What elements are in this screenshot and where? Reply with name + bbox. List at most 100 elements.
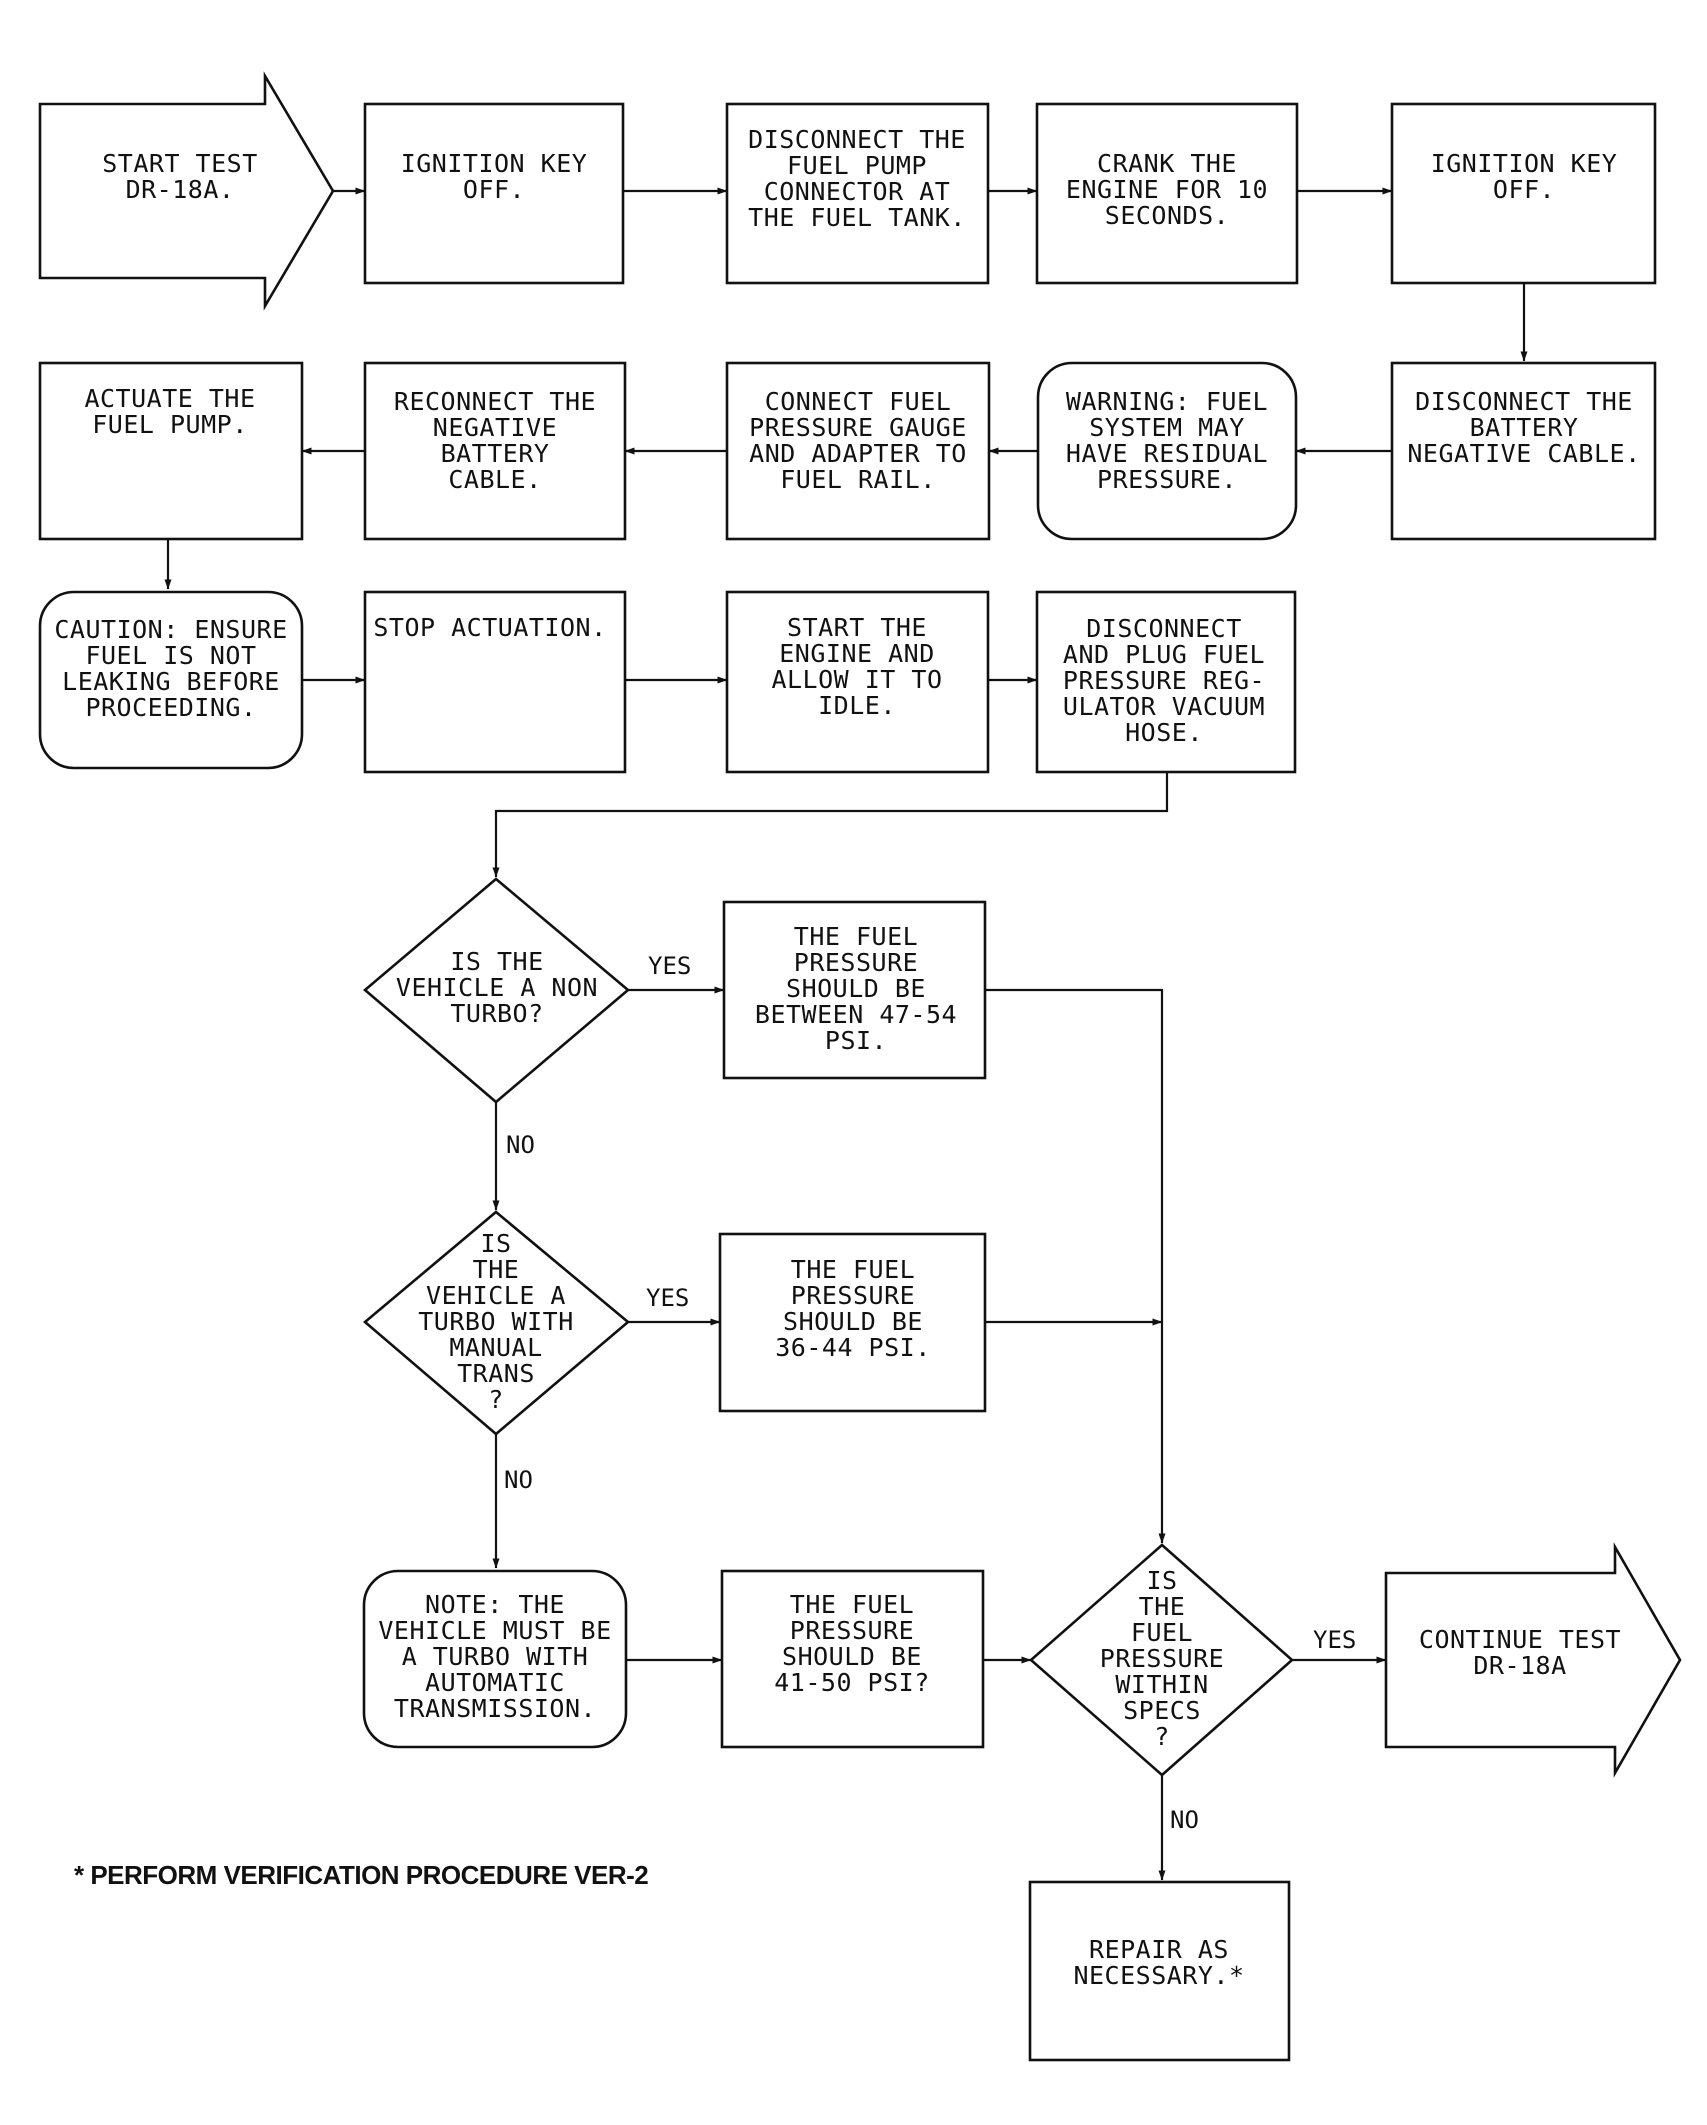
shapes [38,71,1682,2062]
node-label-line: CAUTION: ENSURE [54,615,287,644]
node-label-line: THE FUEL TANK. [748,203,966,232]
node-label-line: STOP ACTUATION. [373,613,606,642]
node-label-line: OFF. [463,175,525,204]
node-label-line: SYSTEM MAY [1089,413,1245,442]
node-label-line: SHOULD BE [786,974,926,1003]
edge-disconnect-hose-to-q-non-turbo [492,772,1169,878]
edge-label-q-within-specs-no: NO [1170,1806,1199,1834]
node-label-line: 36-44 PSI. [775,1333,931,1362]
node-label-line: OFF. [1493,175,1555,204]
node-label-line: PRESSURE. [1097,465,1237,494]
node-label-line: IGNITION KEY [1431,149,1618,178]
node-label-line: REPAIR AS [1089,1935,1229,1964]
node-label-line: IS THE [450,947,543,976]
node-label-line: PRESSURE GAUGE [749,413,967,442]
edge-label-q-turbo-manual-yes: YES [646,1284,689,1312]
node-label-line: PRESSURE REG- [1063,666,1265,695]
node-label-line: HAVE RESIDUAL [1066,439,1268,468]
node-label-line: LEAKING BEFORE [62,667,280,696]
node-label-line: NEGATIVE CABLE. [1407,439,1640,468]
repair-box [1028,1880,1291,2062]
node-label-line: CONNECT FUEL [765,387,952,416]
q-turbo-manual-diamond [362,1210,631,1436]
node-label-line: DISCONNECT THE [1415,387,1633,416]
node-label-line: VEHICLE A NON [396,973,598,1002]
node-label-line: ALLOW IT TO [771,665,942,694]
start-arrow-shape [38,71,335,311]
key-off-1-box [363,102,625,285]
node-label-line: DR-18A. [126,175,235,204]
node-label-line: ENGINE FOR 10 [1066,175,1268,204]
node-label-line: BATTERY [441,439,550,468]
node-label-line: VEHICLE MUST BE [378,1616,611,1645]
spec-non-turbo-box [722,900,987,1080]
node-label-line: DISCONNECT THE [748,125,966,154]
node-label-line: ULATOR VACUUM [1063,692,1265,721]
disconnect-hose-box [1035,590,1297,774]
node-label-line: PROCEEDING. [85,693,256,722]
node-label-line: CONTINUE TEST [1419,1625,1621,1654]
node-label-line: PSI. [825,1026,887,1055]
node-label-line: PRESSURE [790,1616,914,1645]
node-label-line: SPECS [1123,1696,1201,1725]
node-label-line: RECONNECT THE [394,387,596,416]
node-label-line: ? [1154,1722,1170,1751]
stop-actuation-box [363,590,627,774]
node-label-line: 41-50 PSI? [774,1668,930,1697]
node-label-line: FUEL RAIL. [780,465,936,494]
crank-box [1035,102,1299,285]
node-label-line: IGNITION KEY [401,149,588,178]
node-label-line: THE [1139,1592,1186,1621]
edge-label-q-within-specs-yes: YES [1313,1626,1356,1654]
node-label-line: NECESSARY.* [1073,1961,1244,1990]
node-label-line: DR-18A [1473,1651,1566,1680]
footnote: * PERFORM VERIFICATION PROCEDURE VER-2 [74,1860,648,1890]
edge-label-q-turbo-manual-no: NO [504,1466,533,1494]
node-label-line: SHOULD BE [782,1642,922,1671]
connectors [164,187,1528,1881]
node-label-line: BETWEEN 47-54 [755,1000,957,1029]
node-label-line: VEHICLE A [426,1281,566,1310]
node-label-line: SHOULD BE [783,1307,923,1336]
node-label-line: A TURBO WITH [402,1642,589,1671]
node-label-line: WITHIN [1115,1670,1208,1699]
node-label-line: NOTE: THE [425,1590,565,1619]
key-off-2-box [1390,102,1657,285]
node-label-line: PRESSURE [791,1281,915,1310]
node-label-stop-actuation: STOP ACTUATION. [373,613,606,642]
node-label-line: START TEST [102,149,258,178]
node-label-line: PRESSURE [1100,1644,1224,1673]
node-label-line: HOSE. [1125,718,1203,747]
node-label-line: BATTERY [1470,413,1579,442]
node-label-line: AUTOMATIC [425,1668,565,1697]
spec-turbo-manual-box [718,1232,987,1413]
node-label-line: FUEL IS NOT [85,641,256,670]
q-non-turbo-diamond [362,877,631,1104]
node-label-line: ACTUATE THE [84,384,255,413]
node-label-line: ? [488,1385,504,1414]
node-label-line: THE FUEL [791,1255,915,1284]
disconnect-battery-box [1390,361,1657,541]
node-label-line: THE FUEL [794,922,918,951]
note-turbo-auto-box [362,1569,628,1749]
node-label-line: THE [473,1255,520,1284]
caution-box [38,590,304,770]
node-label-line: CONNECTOR AT [764,177,951,206]
